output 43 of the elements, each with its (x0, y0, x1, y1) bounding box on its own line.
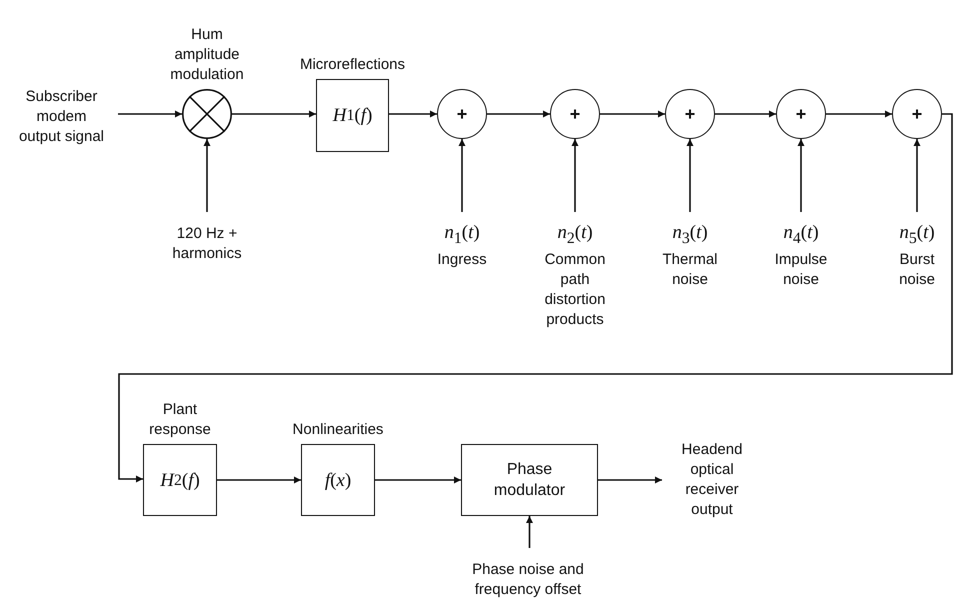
block-label: Nonlinearities (292, 420, 384, 440)
block-label: Hum amplitude modulation (169, 25, 245, 85)
summing-junction: + (665, 89, 715, 139)
signal-label: Thermal noise (661, 250, 718, 290)
transfer-function-box: f(x) (301, 444, 375, 516)
noise-symbol: n$_{5}$(t) (899, 222, 935, 249)
noise-symbol: n$_{2}$(t) (557, 222, 593, 249)
signal-label: Common path distortion products (544, 250, 606, 330)
summing-junction: + (550, 89, 600, 139)
noise-symbol: n$_{3}$(t) (672, 222, 708, 249)
signal-label: Burst noise (898, 250, 936, 290)
signal-label: Subscriber modem output signal (18, 87, 106, 147)
signal-arrow (375, 476, 461, 484)
signal-label: Ingress (437, 250, 487, 270)
signal-label: Headend optical receiver output (680, 440, 744, 520)
noise-symbol: n$_{1}$(t) (444, 222, 480, 249)
signal-label: 120 Hz + harmonics (171, 224, 243, 264)
summing-junction: + (437, 89, 487, 139)
modulator-box: Phase modulator (461, 444, 598, 516)
signal-arrow (458, 139, 466, 212)
signal-label: Impulse noise (774, 250, 828, 290)
signal-arrow (598, 476, 662, 484)
signal-arrow (526, 516, 533, 548)
signal-arrow (600, 110, 665, 118)
noise-symbol: n$_{4}$(t) (783, 222, 819, 249)
summing-junction: + (892, 89, 942, 139)
signal-arrow (389, 110, 437, 118)
signal-arrow (487, 110, 550, 118)
signal-arrow (232, 110, 316, 118)
signal-arrow (715, 110, 776, 118)
signal-arrow (686, 139, 694, 212)
signal-arrow (798, 139, 804, 212)
signal-arrow (914, 139, 920, 212)
signal-arrow (204, 139, 210, 212)
signal-arrow (217, 476, 301, 484)
signal-arrow (118, 110, 182, 118)
signal-label: Phase noise and frequency offset (471, 560, 585, 600)
signal-arrow (826, 110, 892, 118)
signal-arrow (118, 113, 953, 482)
summing-junction: + (776, 89, 826, 139)
block-label: Microreflections (300, 55, 406, 75)
signal-arrow (572, 139, 578, 212)
block-label: Plant response (148, 400, 212, 440)
